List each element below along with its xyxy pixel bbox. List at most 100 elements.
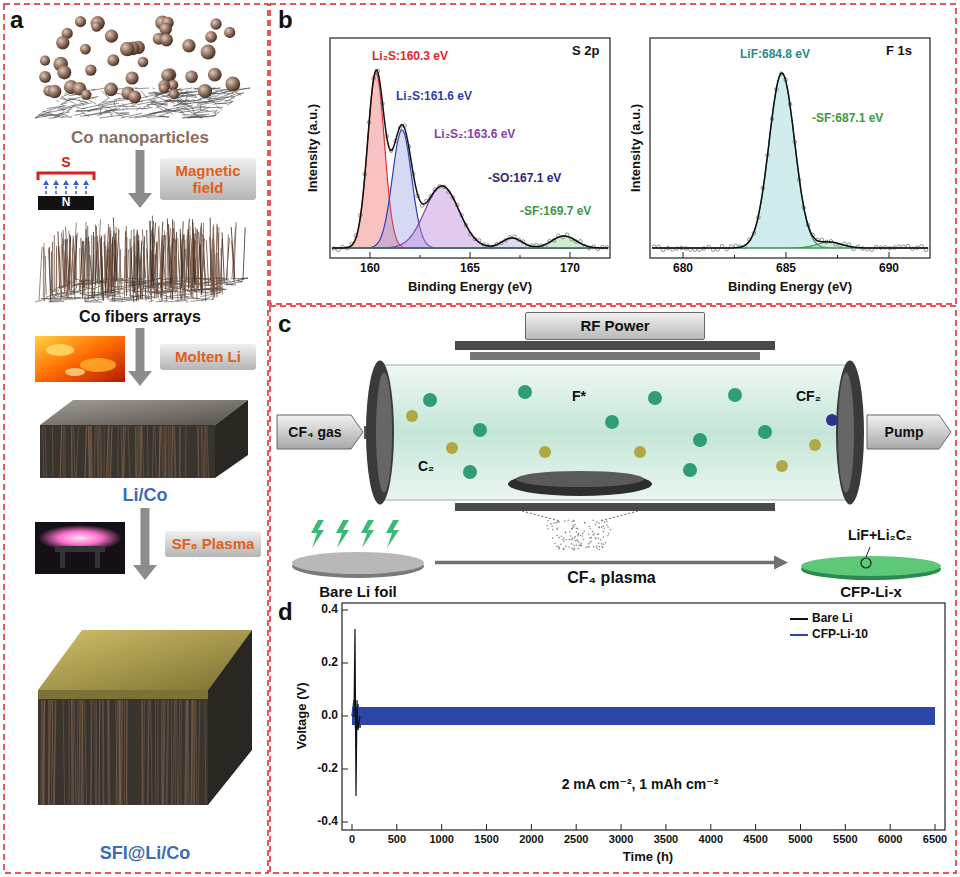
illustration-part bbox=[597, 534, 599, 536]
illustration-part bbox=[557, 521, 559, 523]
figure-label: 2500 bbox=[564, 833, 588, 846]
figure-label: 2 mA cm⁻², 1 mAh cm⁻² bbox=[562, 776, 719, 792]
illustration-part bbox=[576, 531, 578, 533]
illustration-part bbox=[80, 112, 112, 116]
illustration-part bbox=[41, 298, 56, 300]
node-text: SFI@Li/Co bbox=[100, 843, 191, 864]
illustration-part bbox=[45, 256, 46, 301]
illustration-part bbox=[571, 543, 573, 545]
illustration-part bbox=[568, 546, 570, 548]
gas-arrow: CF₄ gas bbox=[276, 414, 364, 450]
illustration-part bbox=[98, 106, 111, 108]
illustration-part bbox=[565, 546, 567, 548]
figure-label: 4000 bbox=[699, 833, 723, 846]
illustration-part bbox=[60, 426, 61, 478]
figure-label: N bbox=[62, 196, 71, 210]
illustration-part bbox=[162, 700, 164, 805]
illustration-part bbox=[571, 547, 573, 549]
illustration-part bbox=[224, 27, 235, 38]
illustration-part bbox=[194, 107, 210, 114]
illustration-part bbox=[606, 525, 608, 527]
illustration-part bbox=[148, 700, 150, 805]
illustration-part bbox=[54, 700, 55, 805]
illustration-part bbox=[598, 533, 600, 535]
illustration-part bbox=[562, 539, 564, 541]
illustration-part bbox=[107, 54, 119, 66]
illustration-part bbox=[546, 525, 548, 527]
illustration-part bbox=[93, 236, 94, 279]
illustration-part bbox=[118, 106, 136, 107]
node-text: RF Power bbox=[580, 317, 649, 334]
illustration-part bbox=[142, 426, 144, 478]
illustration-part bbox=[599, 549, 601, 551]
illustration-part bbox=[126, 237, 128, 283]
illustration-part bbox=[163, 110, 170, 113]
illustration-part bbox=[243, 227, 245, 280]
illustration-part bbox=[85, 426, 86, 478]
illustration-part bbox=[104, 426, 105, 478]
illustration-part bbox=[91, 426, 93, 478]
illustration-part bbox=[576, 544, 578, 546]
illustration-part bbox=[84, 295, 99, 299]
illustration-part bbox=[553, 522, 555, 524]
illustration-part bbox=[60, 297, 81, 299]
illustration-part bbox=[486, 824, 487, 830]
illustration-part bbox=[103, 700, 105, 805]
illustration-part bbox=[157, 700, 158, 805]
illustration-part bbox=[118, 228, 122, 290]
illustration-part bbox=[569, 539, 571, 541]
illustration-part bbox=[88, 107, 104, 111]
illustration-part bbox=[114, 233, 116, 284]
illustration-part bbox=[165, 426, 167, 478]
illustration-part bbox=[124, 426, 126, 478]
illustration-part bbox=[197, 426, 198, 478]
illustration-part bbox=[96, 700, 98, 805]
illustration-part bbox=[599, 546, 601, 548]
node-text: CF₄ gas bbox=[288, 424, 341, 440]
illustration-part bbox=[202, 223, 204, 285]
illustration-part bbox=[205, 426, 207, 478]
illustration-part bbox=[600, 539, 602, 541]
figure-label: 1000 bbox=[429, 833, 453, 846]
illustration-part bbox=[563, 548, 565, 550]
illustration-part bbox=[604, 521, 606, 523]
illustration-part bbox=[194, 111, 215, 113]
illustration-part bbox=[85, 64, 96, 75]
illustration-part bbox=[598, 537, 600, 539]
illustration-part bbox=[135, 230, 137, 282]
figure-label: b bbox=[278, 6, 293, 34]
illustration-part bbox=[143, 700, 145, 805]
illustration-part bbox=[168, 426, 169, 478]
illustration-part bbox=[71, 426, 72, 478]
figure-label: -SF:687.1 eV bbox=[812, 112, 883, 126]
illustration-part bbox=[185, 700, 187, 805]
illustration-part bbox=[147, 103, 168, 105]
illustration-part bbox=[332, 186, 608, 248]
illustration-part bbox=[583, 538, 585, 540]
illustration-part bbox=[206, 240, 208, 286]
illustration-part bbox=[555, 522, 557, 524]
illustration-part bbox=[577, 528, 579, 530]
illustration-part bbox=[91, 21, 101, 31]
illustration-part bbox=[117, 426, 118, 478]
illustration-part bbox=[175, 236, 177, 292]
illustration-part bbox=[54, 115, 64, 119]
illustration-part bbox=[558, 548, 560, 550]
illustration-part bbox=[230, 94, 235, 96]
illustration-part bbox=[141, 108, 152, 110]
illustration-part bbox=[563, 549, 565, 551]
illustration-part bbox=[603, 543, 605, 545]
step-label: Magnetic field bbox=[160, 158, 256, 201]
illustration-part bbox=[734, 255, 735, 258]
illustration-part bbox=[48, 700, 49, 805]
illustration-part bbox=[76, 700, 78, 805]
illustration-part bbox=[121, 700, 122, 805]
illustration-part bbox=[595, 538, 597, 540]
figure-label: S bbox=[61, 154, 70, 170]
illustration-part bbox=[596, 546, 598, 548]
stage-illustration: Co fibers arrays bbox=[30, 210, 250, 326]
illustration-part bbox=[128, 90, 141, 103]
illustration-part bbox=[159, 83, 170, 94]
figure-label: CF₂ bbox=[796, 388, 821, 404]
illustration-part bbox=[90, 426, 92, 478]
